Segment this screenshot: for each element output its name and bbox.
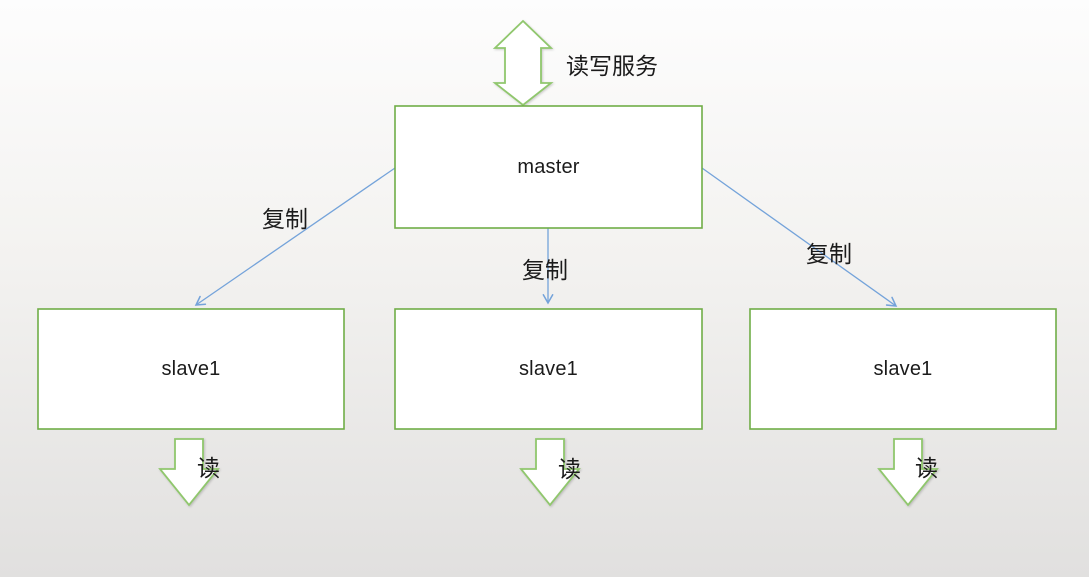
read-arrow-2 [519, 438, 581, 507]
master-box [394, 105, 703, 229]
replication-line-left [194, 167, 396, 306]
replication-line-right [701, 167, 898, 307]
read-arrow-1 [158, 438, 220, 507]
slave-box-1 [37, 308, 345, 430]
read-write-double-arrow [492, 19, 554, 107]
slave-box-3 [749, 308, 1057, 430]
slave-box-2 [394, 308, 703, 430]
read-arrow-3 [877, 438, 939, 507]
